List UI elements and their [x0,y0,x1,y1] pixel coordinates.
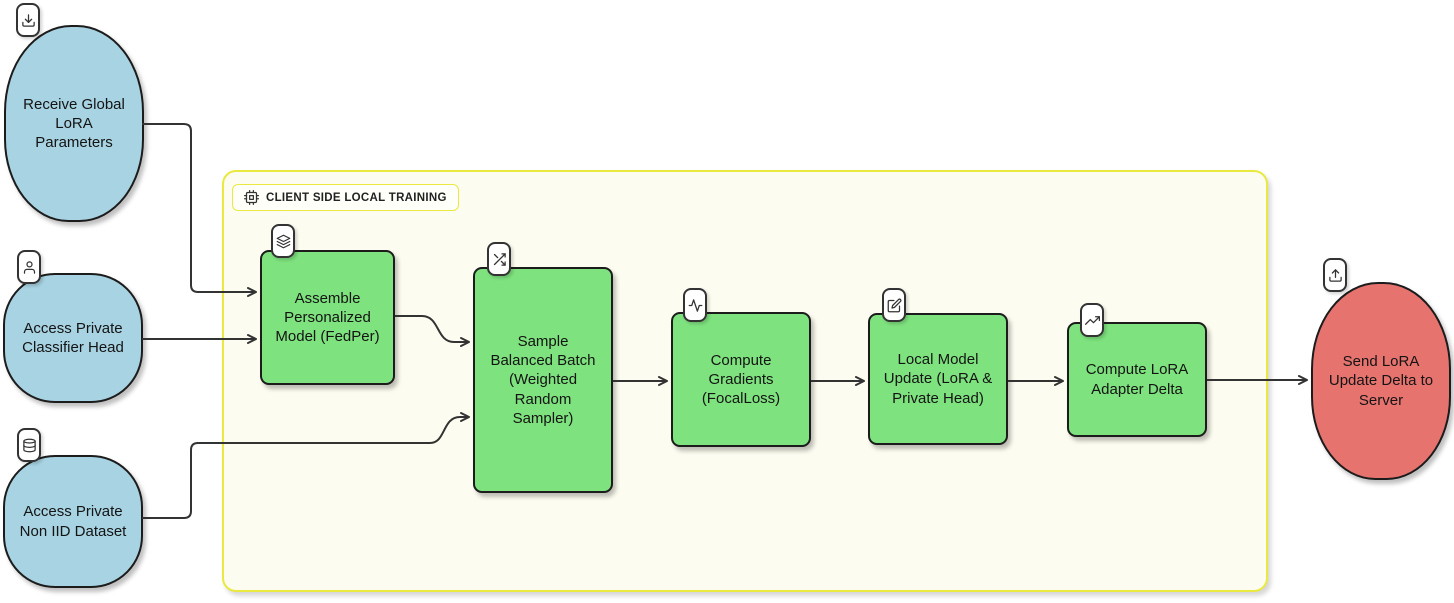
node-sample-balanced-batch[interactable]: Sample Balanced Batch (Weighted Random S… [473,267,613,493]
node-assemble-personalized-model[interactable]: Assemble Personalized Model (FedPer) [260,250,395,385]
node-send-lora-update-delta[interactable]: Send LoRA Update Delta to Server [1311,282,1451,480]
database-icon [17,428,41,462]
user-icon [17,250,41,284]
node-compute-lora-adapter-delta[interactable]: Compute LoRA Adapter Delta [1067,322,1207,437]
node-access-private-classifier-head[interactable]: Access Private Classifier Head [3,273,143,403]
upload-icon [1323,258,1347,292]
node-label: Local Model Update (LoRA & Private Head) [883,351,993,407]
download-icon [16,3,40,37]
node-label: Send LoRA Update Delta to Server [1328,353,1434,409]
trending-up-icon [1080,303,1104,337]
node-receive-global-lora-parameters[interactable]: Receive Global LoRA Parameters [4,25,144,222]
activity-icon [683,288,707,322]
node-access-private-non-iid-dataset[interactable]: Access Private Non IID Dataset [3,455,143,588]
node-compute-gradients[interactable]: Compute Gradients (FocalLoss) [671,312,811,447]
cpu-icon [244,190,259,205]
node-label: Sample Balanced Batch (Weighted Random S… [490,333,596,427]
node-label: Compute LoRA Adapter Delta [1085,361,1189,398]
shuffle-icon [487,242,511,276]
group-label: CLIENT SIDE LOCAL TRAINING [232,184,459,211]
node-label: Receive Global LoRA Parameters [23,95,125,152]
node-label: Assemble Personalized Model (FedPer) [275,289,380,346]
layers-icon [271,224,295,258]
group-label-text: CLIENT SIDE LOCAL TRAINING [266,191,447,204]
node-label: Compute Gradients (FocalLoss) [701,351,781,408]
node-label: Access Private Classifier Head [22,319,124,356]
node-label: Access Private Non IID Dataset [19,503,127,540]
edit-icon [882,288,906,322]
node-local-model-update[interactable]: Local Model Update (LoRA & Private Head) [868,313,1008,445]
